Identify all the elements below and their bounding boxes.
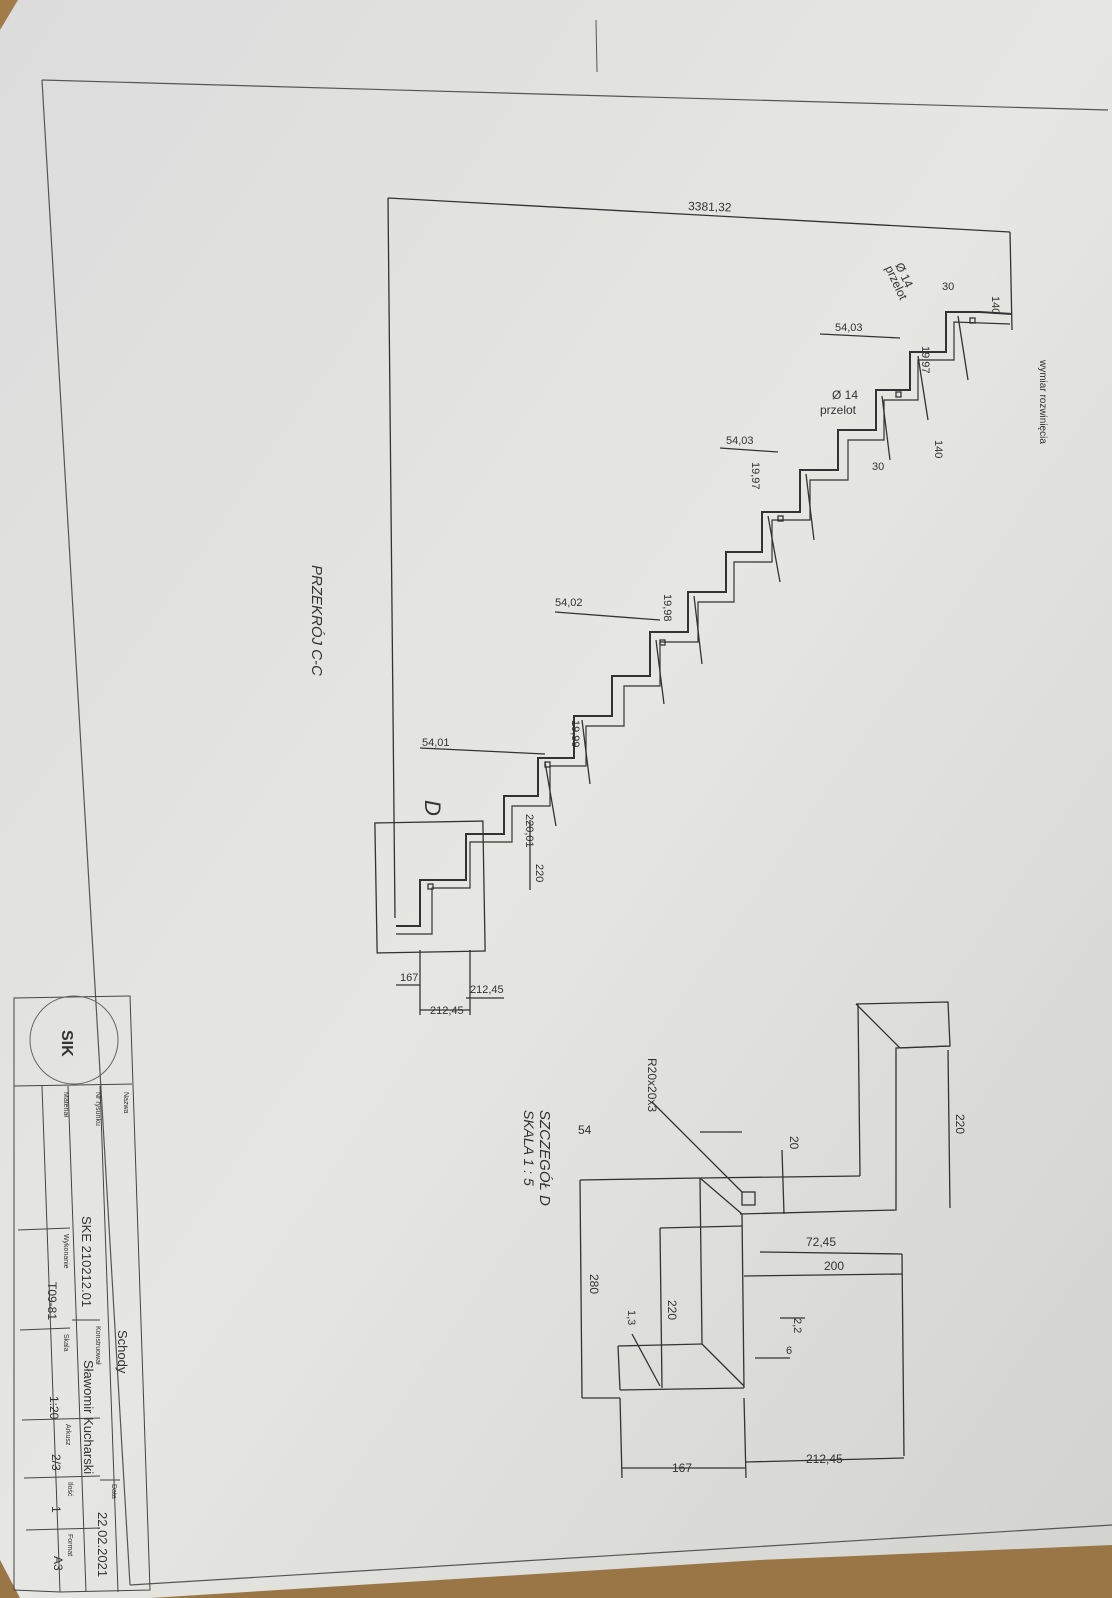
dim-167: 167 [400,972,418,984]
drawing-frame [41,79,1109,111]
label-part: Wykonanie [62,1234,69,1269]
detail-dim-20: 20 [787,1136,801,1150]
company-logo-text: SIK [58,1030,75,1057]
dim-total-length: 3381,32 [688,199,732,215]
drawing-scale: 1:20 [47,1396,61,1420]
detail-dim-280: 280 [587,1274,601,1294]
detail-dim-2-2: 2,2 [791,1318,803,1333]
section-cc-labels: PRZEKRÓJ C-C D 3381,32 Ø 14 przelot 30 1… [308,199,1048,1017]
title-block-text: SIK Nazwa Schody Nr rysunku SKE 210212.0… [45,1030,130,1577]
title-block [13,995,151,1593]
label-scale: Skala [62,1334,69,1352]
dim-19-97-2: 19,97 [749,462,761,490]
label-date: Data [110,1484,117,1499]
company-logo-circle [29,995,119,1085]
detail-dim-220-top: 220 [953,1114,967,1134]
label-name: Nazwa [122,1092,129,1114]
dim-rise-140-1: 140 [989,296,1001,314]
dim-220-01: 220,01 [523,814,535,848]
part-number: T09-81 [45,1282,59,1320]
detail-dim-1-3: 1,3 [625,1310,637,1325]
side-note: wymiar rozwinięcia [1037,359,1048,444]
dim-54-02: 54,02 [555,597,583,609]
section-cc [374,197,1013,1015]
label-sheet: Arkusz [64,1424,71,1446]
dim-rise-30-2: 30 [872,461,884,473]
detail-dim-54: 54 [578,1123,592,1137]
label-designer: Konstruował [94,1326,101,1365]
drawing-frame-bottom [129,1524,1112,1586]
detail-d-labels: SZCZEGÓŁ D SKALA 1 : 5 R20x20x3 54 20 22… [521,1058,967,1475]
dim-19-99: 19,99 [569,720,581,748]
dim-212-45-2: 212,45 [430,1005,464,1017]
designer-name: Sławomir Kucharski [81,1360,96,1474]
detail-dim-72-45: 72,45 [806,1235,836,1249]
dim-19-98: 19,98 [661,594,673,622]
drawing-frame-left [41,79,131,1586]
dim-54-03-2: 54,03 [726,435,754,447]
detail-letter: D [420,800,445,816]
detail-title: SZCZEGÓŁ D [536,1110,553,1206]
label-sheets: Ilość [66,1482,73,1497]
detail-dim-212-45: 212,45 [806,1452,843,1466]
drawing-name: Schody [115,1330,130,1374]
dim-212-45-1: 212,45 [470,984,504,996]
sheet-count: 1 [49,1506,63,1513]
sheet-format: A3 [51,1556,65,1571]
label-drawing-no: Nr rysunku [94,1092,101,1126]
sheet-number: 2/3 [49,1454,63,1471]
section-title: PRZEKRÓJ C-C [308,565,325,676]
dim-54-01: 54,01 [422,737,450,749]
hole-label-diameter-2: Ø 14 [832,388,858,402]
stair-profile [396,311,1013,927]
detail-dim-6: 6 [786,1345,792,1357]
dim-19-97-1: 19,97 [919,346,931,374]
dim-rise-30-1: 30 [942,281,954,293]
fold-mark [595,19,598,73]
label-format: Format [66,1534,73,1556]
label-material: Materiał [62,1092,69,1117]
detail-d [579,1001,951,1479]
drawing-number: SKE 210212.01 [79,1216,94,1307]
drawing-date: 22.02.2021 [95,1512,110,1577]
detail-scale: SKALA 1 : 5 [521,1110,537,1186]
detail-d-frame [374,820,486,954]
hole-label-through-2: przelot [820,403,857,417]
dim-220: 220 [533,864,545,882]
detail-dim-167: 167 [672,1461,692,1475]
dim-54-03-1: 54,03 [835,322,863,334]
tube-profile [741,1191,756,1206]
detail-profile-label: R20x20x3 [645,1058,659,1112]
dim-rise-140-2: 140 [932,440,944,458]
detail-dim-220-side: 220 [665,1300,679,1320]
detail-dim-200: 200 [824,1259,844,1273]
